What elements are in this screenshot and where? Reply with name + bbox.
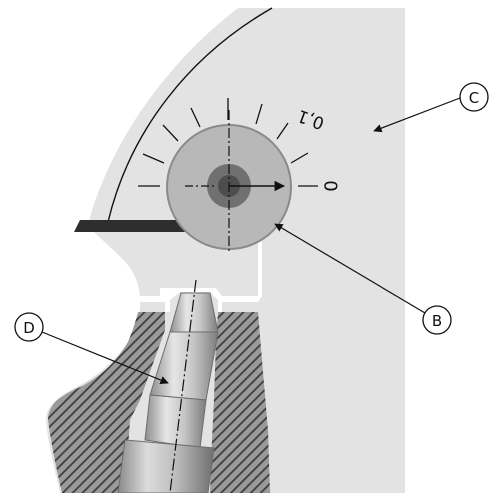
callout-c: C	[459, 82, 489, 112]
shaft-slot	[138, 240, 262, 312]
callout-b-label: B	[432, 312, 442, 330]
callout-c-label: C	[469, 89, 479, 107]
scale-zero: 0	[320, 180, 341, 191]
callout-d: D	[14, 312, 44, 342]
dial-centerlines	[185, 110, 230, 252]
leader-d	[41, 331, 169, 385]
dark-bar	[74, 220, 192, 232]
callout-b: B	[422, 305, 452, 335]
callout-d-label: D	[23, 319, 35, 337]
leader-b	[274, 223, 426, 314]
hatched-section	[48, 312, 165, 493]
hatched-section-right	[210, 312, 270, 493]
scale-arc	[107, 7, 273, 223]
scale-ticks	[138, 98, 318, 187]
shaft-centerline	[169, 279, 197, 494]
leader-c	[373, 97, 461, 133]
